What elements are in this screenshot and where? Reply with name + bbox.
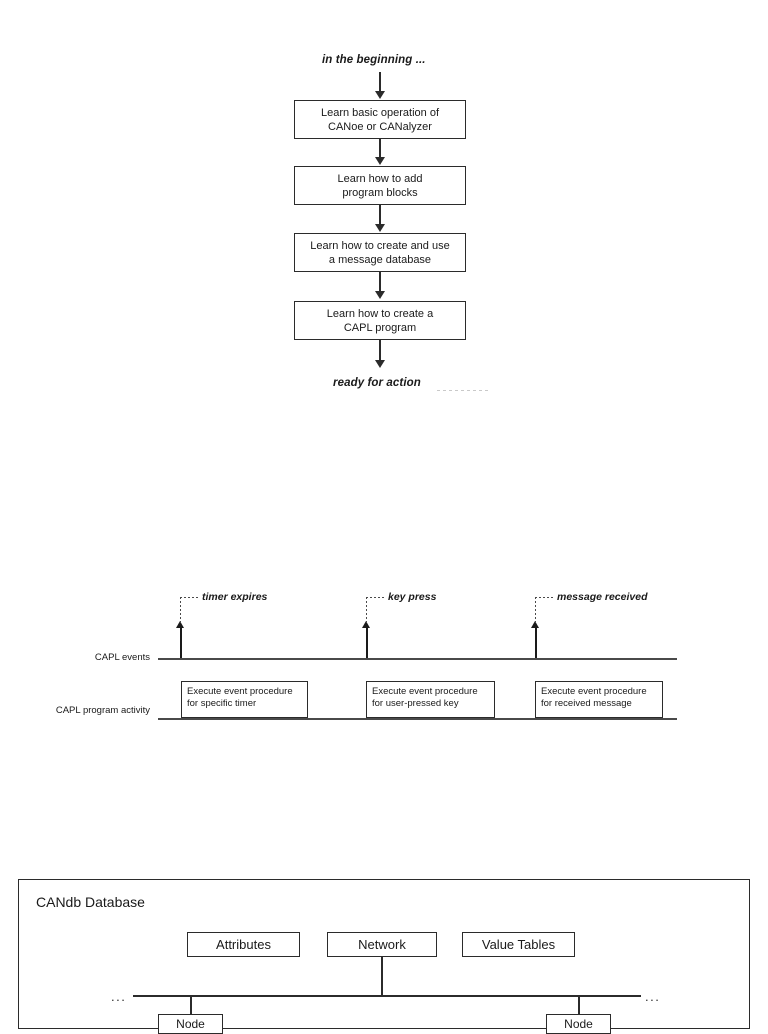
activity-box-2-line2: for user-pressed key	[372, 698, 459, 709]
candb-ellipsis-right: ...	[645, 989, 661, 1004]
candb-title: CANdb Database	[36, 894, 145, 910]
event-leader-horizontal-3	[535, 597, 553, 598]
flow-connector-start	[379, 72, 381, 94]
candb-node-bus-line	[133, 995, 641, 997]
event-name-1: timer expires	[202, 591, 268, 603]
candb-node-2: Node	[546, 1014, 611, 1034]
flow-step-3-line2: a message database	[328, 253, 432, 266]
event-arrow-stem-1	[180, 628, 182, 658]
event-arrow-stem-2	[366, 628, 368, 658]
timeline-label-activity: CAPL program activity	[55, 705, 150, 716]
activity-box-3-line1: Execute event procedure	[541, 686, 647, 697]
flow-step-4-line2: CAPL program	[343, 321, 417, 334]
flow-step-3-line1: Learn how to create and use	[310, 239, 450, 252]
flow-arrowhead-start	[374, 91, 385, 99]
flow-step-3: Learn how to create and use a message da…	[294, 233, 466, 272]
flowchart-start-caption: in the beginning ...	[322, 54, 426, 66]
event-leader-vertical-1	[180, 597, 181, 623]
flow-step-4-line1: Learn how to create a	[326, 307, 434, 320]
event-arrow-head-1	[176, 621, 184, 628]
activity-baseline	[158, 718, 677, 720]
flow-arrowhead-3-4	[374, 291, 385, 299]
scan-artifact-mark	[437, 390, 489, 391]
events-baseline	[158, 658, 677, 660]
candb-box-network: Network	[327, 932, 437, 957]
event-leader-horizontal-2	[366, 597, 384, 598]
flow-connector-end	[379, 340, 381, 363]
candb-ellipsis-left: ...	[111, 989, 127, 1004]
flow-step-2-line1: Learn how to add	[337, 172, 423, 185]
event-arrow-head-3	[531, 621, 539, 628]
activity-box-3: Execute event procedure for received mes…	[535, 681, 663, 718]
activity-box-2-line1: Execute event procedure	[372, 686, 478, 697]
candb-node-drop-line-2	[578, 996, 580, 1014]
flow-connector-3-4	[379, 272, 381, 294]
activity-box-2: Execute event procedure for user-pressed…	[366, 681, 495, 718]
timeline-label-events: CAPL events	[94, 652, 150, 663]
event-leader-vertical-2	[366, 597, 367, 623]
flow-step-4: Learn how to create a CAPL program	[294, 301, 466, 340]
event-arrow-head-2	[362, 621, 370, 628]
flow-step-1: Learn basic operation of CANoe or CANaly…	[294, 100, 466, 139]
event-name-2: key press	[388, 591, 437, 603]
candb-network-drop-line	[381, 957, 383, 996]
flow-arrowhead-1-2	[374, 157, 385, 165]
flowchart-end-caption: ready for action	[333, 377, 421, 389]
event-arrow-stem-3	[535, 628, 537, 658]
flow-arrowhead-end	[374, 360, 385, 368]
event-name-3: message received	[557, 591, 648, 603]
candb-box-attributes: Attributes	[187, 932, 300, 957]
candb-node-1: Node	[158, 1014, 223, 1034]
flow-step-1-line2: CANoe or CANalyzer	[328, 120, 432, 133]
event-leader-horizontal-1	[180, 597, 198, 598]
flow-connector-2-3	[379, 205, 381, 227]
event-leader-vertical-3	[535, 597, 536, 623]
flow-step-2-line2: program blocks	[342, 186, 418, 199]
activity-box-3-line2: for received message	[541, 698, 632, 709]
candb-box-value-tables: Value Tables	[462, 932, 575, 957]
candb-node-drop-line-1	[190, 996, 192, 1014]
flow-step-2: Learn how to add program blocks	[294, 166, 466, 205]
flow-connector-1-2	[379, 139, 381, 160]
flow-step-1-line1: Learn basic operation of	[320, 106, 440, 119]
capl-event-timing-diagram: CAPL events CAPL program activity timer …	[0, 580, 768, 750]
activity-box-1: Execute event procedure for specific tim…	[181, 681, 308, 718]
flow-arrowhead-2-3	[374, 224, 385, 232]
activity-box-1-line2: for specific timer	[187, 698, 257, 709]
activity-box-1-line1: Execute event procedure	[187, 686, 293, 697]
candb-database-structure: CANdb Database Attributes Network Value …	[0, 876, 768, 1034]
learning-path-flowchart: in the beginning ... Learn basic operati…	[0, 0, 768, 420]
